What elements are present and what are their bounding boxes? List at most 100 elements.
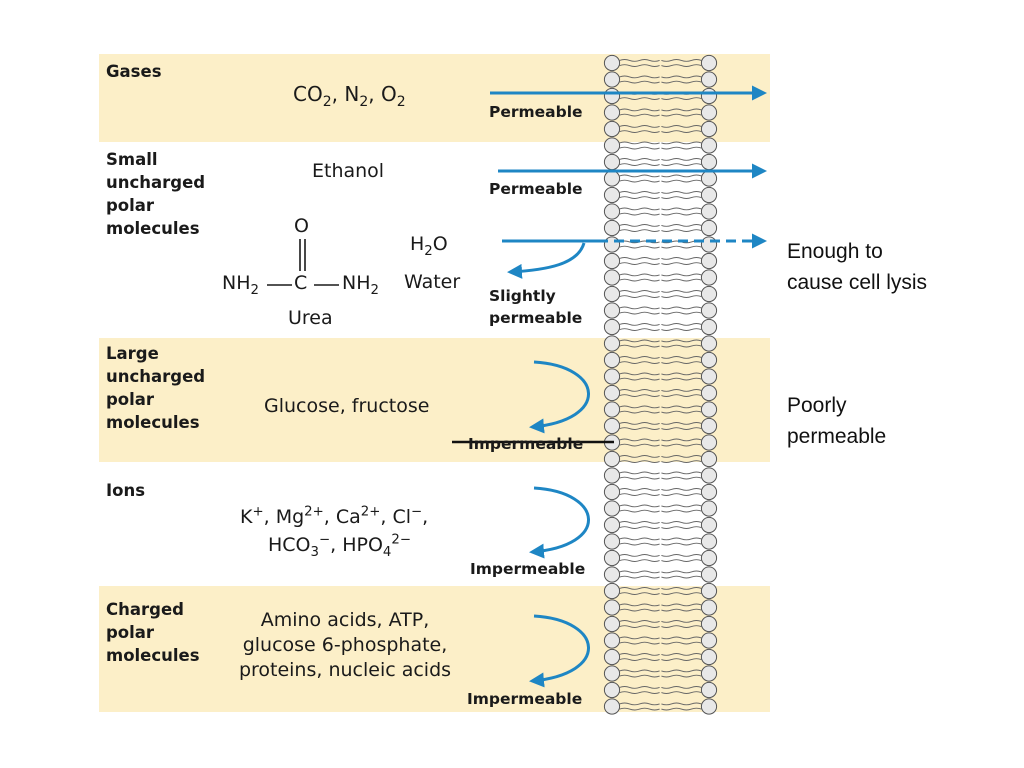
lipid-tail [619,224,660,227]
lipid-head-outer [603,632,621,649]
lipid-tail [619,273,660,277]
lipid-head-inner [700,236,718,253]
lipid-tail [619,80,660,84]
lipid-tail [619,158,660,161]
lipid-head-outer [603,302,621,319]
lipid-tail [619,691,660,694]
lipid-head-outer [603,120,621,138]
lipid-tail [619,686,660,689]
urea-carbon: C [294,272,308,294]
category-gases: Gases [106,62,162,81]
lipid-head-outer [603,54,621,72]
lipid-tail [661,405,702,409]
water-formula: H2O [410,233,448,259]
lipid-tail [619,262,660,265]
lipid-tail [619,212,660,216]
lipid-tail [619,592,660,595]
lipid-tail [619,130,660,133]
lipid-tail [619,460,660,463]
lipid-head-inner [700,417,718,435]
lipid-head-inner [700,599,718,616]
molecules-charged-polar: Amino acids, ATP, glucose 6-phosphate, p… [238,609,452,681]
lipid-tail [619,554,660,557]
lipid-tail [619,141,660,145]
lipid-head-outer [603,170,621,187]
lipid-tail [619,603,660,607]
lipid-head-outer [603,417,621,435]
lipid-tail [661,587,702,590]
annotation-poorly-permeable: Poorly permeable [787,394,887,448]
lipid-tail [619,504,660,508]
lipid-tail [661,427,702,430]
lipid-head-inner [700,252,718,270]
lipid-head-inner [700,384,718,402]
lipid-tail [661,702,702,706]
lipid-tail [661,653,702,656]
annotation-cell-lysis: Enough to cause cell lysis [787,240,928,294]
lipid-tail [619,410,660,414]
lipid-tail [661,389,702,392]
lipid-tail [661,488,702,491]
lipid-tail [619,438,660,442]
lipid-tail [661,344,702,348]
lipid-tail [619,427,660,430]
lipid-tail [619,669,660,673]
lipid-head-inner [700,483,718,501]
lipid-tail [619,372,660,376]
category-charged-polar: Charged polar molecules [106,600,200,665]
lipid-tail [661,311,702,315]
lipid-tail [661,339,702,343]
lipid-tail [661,443,702,447]
lipid-head-inner [700,335,718,352]
lipid-tail [661,229,702,232]
lipid-head-outer [603,384,621,402]
lipid-head-inner [700,153,718,171]
lipid-tail [619,476,660,480]
lipid-tail [661,113,702,117]
lipid-head-inner [700,632,718,649]
lipid-tail [619,311,660,315]
lipid-tail [619,306,660,310]
category-small-uncharged-polar: Small uncharged polar molecules [106,150,206,238]
lipid-head-outer [603,153,621,171]
lipid-head-inner [700,566,718,583]
lipid-head-outer [603,203,621,220]
lipid-tail [661,306,702,310]
lipid-tail [661,394,702,397]
lipid-tail [661,273,702,277]
lipid-tail [661,323,702,326]
lipid-tail [661,641,702,645]
lipid-head-inner [700,549,718,567]
lipid-head-inner [700,302,718,319]
lipid-tail [661,212,702,216]
lipid-tail [661,97,702,100]
lipid-tail [661,64,702,67]
lipid-tail [619,174,660,178]
lipid-head-outer [603,615,621,633]
lipid-head-inner [700,120,718,138]
lipid-tail [661,146,702,150]
lipid-tail [661,554,702,557]
lipid-head-outer [603,450,621,468]
lipid-tail [661,262,702,265]
lipid-tail [619,641,660,645]
lipid-tail [619,361,660,364]
lipid-tail [661,608,702,612]
lipid-tail [661,504,702,508]
lipid-head-inner [700,516,718,534]
lipid-head-outer [603,533,621,550]
lipid-tail [661,537,702,541]
lipid-tail [619,207,660,211]
lipid-tail [661,658,702,661]
lipid-head-outer [603,285,621,303]
lipid-head-inner [700,203,718,220]
lipid-tail [661,163,702,166]
band-gases [99,54,770,142]
urea-amine-left: NH2 [222,272,259,298]
urea-bonds [267,239,339,286]
lipid-head-outer [603,87,621,105]
lipid-tail [661,295,702,298]
arrows-group [490,85,767,688]
lipid-head-outer [603,500,621,517]
